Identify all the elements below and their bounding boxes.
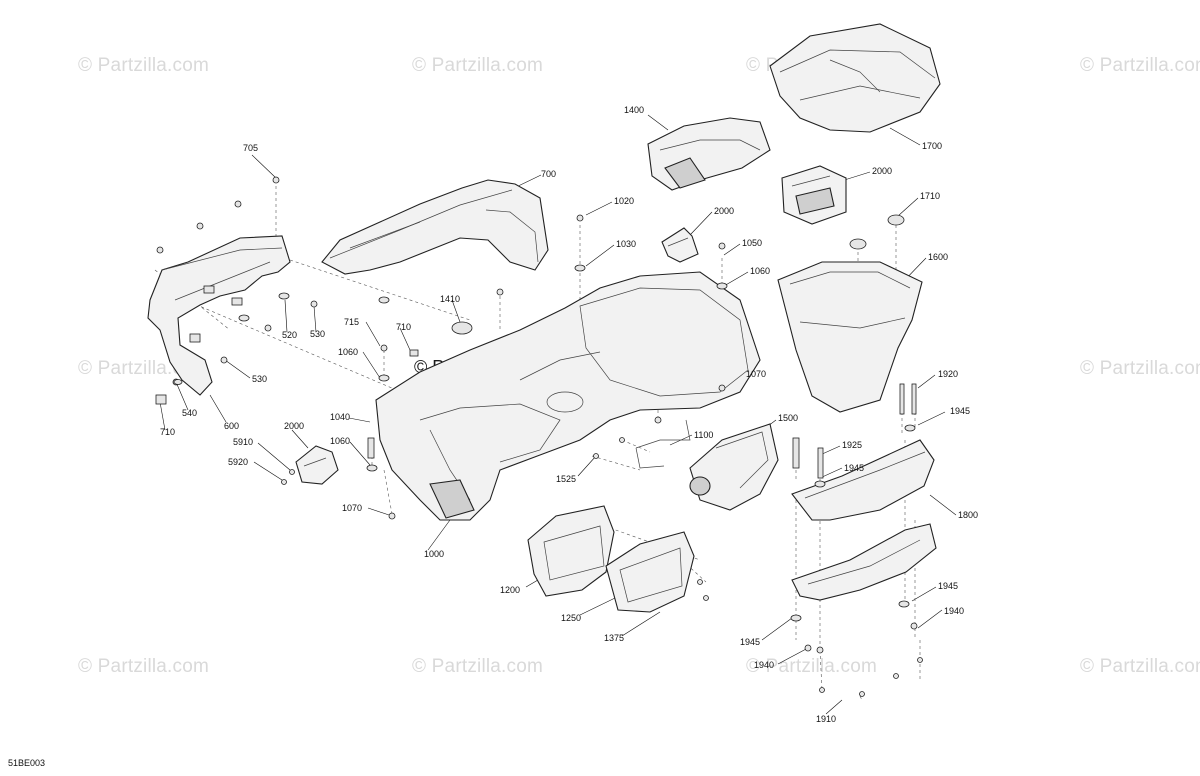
watermark: © Partzilla.com <box>412 656 544 677</box>
hardware <box>156 176 923 697</box>
callout-1060-lower: 1060 <box>330 436 351 446</box>
callout-1250: 1250 <box>561 613 582 623</box>
callout-1410: 1410 <box>440 294 461 304</box>
callout-520: 520 <box>282 330 298 340</box>
box-2000-right <box>781 165 847 225</box>
callout-530-left: 530 <box>252 374 268 384</box>
callout-540: 540 <box>182 408 198 418</box>
callout-1800: 1800 <box>958 510 979 520</box>
callout-1500: 1500 <box>778 413 799 423</box>
callout-530-top: 530 <box>310 329 326 339</box>
callout-1060-center: 1060 <box>338 347 359 357</box>
callout-710-center: 710 <box>396 322 412 332</box>
callout-1060-top: 1060 <box>750 266 771 276</box>
latch-2000-left <box>295 445 339 485</box>
callout-1920: 1920 <box>938 369 959 379</box>
cover-1700 <box>769 23 941 133</box>
watermark: © Partzilla.com <box>412 55 544 76</box>
callout-1940-left: 1940 <box>754 660 775 670</box>
cover-1400 <box>647 117 771 191</box>
bin-1600 <box>777 214 923 413</box>
callout-1945-mid: 1945 <box>844 463 865 473</box>
box-1200 <box>527 505 615 597</box>
callout-1375: 1375 <box>604 633 625 643</box>
callout-5910: 5910 <box>233 437 254 447</box>
callout-1200: 1200 <box>500 585 521 595</box>
bracket-1100 <box>635 419 691 469</box>
frame-1000 <box>375 271 761 521</box>
callout-1525: 1525 <box>556 474 577 484</box>
callout-1925: 1925 <box>842 440 863 450</box>
callout-1400: 1400 <box>624 105 645 115</box>
lid-1250 <box>605 531 695 613</box>
callout-1020: 1020 <box>614 196 635 206</box>
watermark: © Partzilla.com <box>1080 358 1200 379</box>
callout-2000-left: 2000 <box>284 421 305 431</box>
callout-1910: 1910 <box>816 714 837 724</box>
callout-2000-small: 2000 <box>714 206 735 216</box>
callout-1100: 1100 <box>694 430 714 440</box>
callout-1600: 1600 <box>928 252 949 262</box>
callout-1945-right: 1945 <box>938 581 959 591</box>
step-1800 <box>791 439 937 601</box>
bracket-600 <box>147 235 291 405</box>
watermark: © Partzilla.com <box>1080 55 1200 76</box>
callout-600: 600 <box>224 421 240 431</box>
support-700 <box>321 179 549 275</box>
leader-lines <box>159 114 957 715</box>
callout-1700: 1700 <box>922 141 943 151</box>
callout-2000-right: 2000 <box>872 166 893 176</box>
callout-1050: 1050 <box>742 238 763 248</box>
callout-715: 715 <box>344 317 360 327</box>
callout-1030: 1030 <box>616 239 637 249</box>
watermark: © Partzilla.com <box>1080 656 1200 677</box>
callout-1070-left: 1070 <box>342 503 363 513</box>
figure-code: 51BE003 <box>8 758 46 768</box>
watermark: © Partzilla.com <box>78 55 210 76</box>
callout-710-left: 710 <box>160 427 176 437</box>
callout-705: 705 <box>243 143 259 153</box>
callout-1710: 1710 <box>920 191 941 201</box>
callout-1940-right: 1940 <box>944 606 965 616</box>
callout-1000: 1000 <box>424 549 445 559</box>
watermark: © Partzilla.com <box>78 656 210 677</box>
callout-1070-right: 1070 <box>746 369 767 379</box>
callout-1945-left: 1945 <box>740 637 761 647</box>
callout-1945-top: 1945 <box>950 406 971 416</box>
callout-1040: 1040 <box>330 412 351 422</box>
callout-700: 700 <box>541 169 557 179</box>
watermark: © Partzilla.com <box>746 656 878 677</box>
panel-1500 <box>689 423 779 511</box>
part-2000-small <box>661 227 699 263</box>
grommet-1410 <box>451 321 473 335</box>
callout-5920: 5920 <box>228 457 249 467</box>
